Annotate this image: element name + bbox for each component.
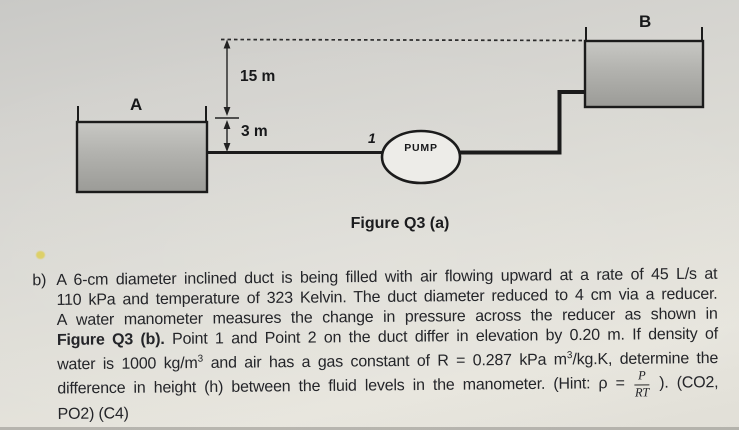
point-1-label: 1: [368, 130, 376, 146]
arrow-up-icon: [223, 120, 231, 129]
pump-symbol: [380, 129, 462, 185]
photo-bottom-edge: [0, 427, 739, 430]
question-b-text: b) A 6-cm diameter inclined duct is bein…: [32, 265, 718, 426]
tank-b-label: B: [639, 12, 652, 31]
fraction-denominator: RT: [634, 385, 650, 400]
fraction-numerator: P: [634, 369, 650, 386]
arrow-down-icon: [223, 107, 231, 116]
tank-a: [75, 120, 209, 194]
discharge-pipe: [457, 90, 586, 155]
height-15m-label: 15 m: [240, 68, 276, 85]
yellow-dot-artifact: [36, 251, 45, 259]
arrow-down-icon: [223, 143, 231, 152]
height-3m-label: 3 m: [241, 123, 268, 140]
tank-a-label: A: [130, 95, 143, 114]
water-level-dashed-line: [220, 38, 586, 42]
question-item-label: b): [32, 272, 47, 290]
figure-caption: Figure Q3 (a): [350, 215, 450, 232]
tank-b: [583, 39, 705, 109]
figure-q3b-reference: Figure Q3 (b).: [56, 330, 165, 349]
arrow-up-icon: [223, 39, 231, 49]
pump-label: PUMP: [404, 142, 438, 154]
